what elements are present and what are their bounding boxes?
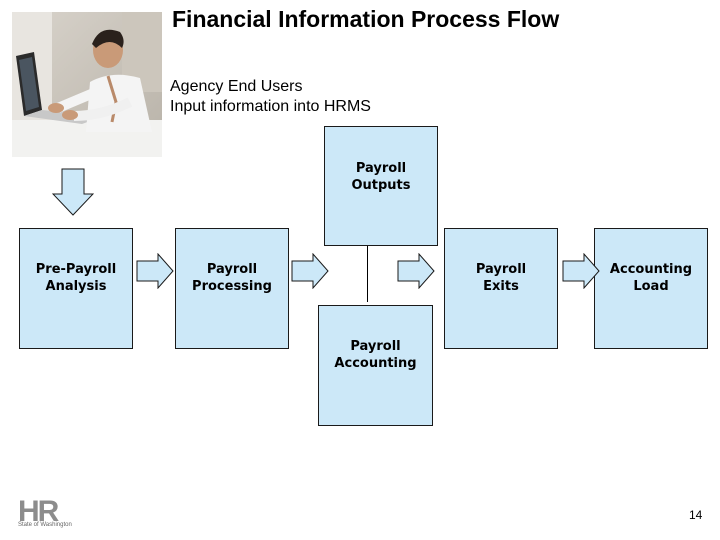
- payroll-outputs-box: Payroll Outputs: [324, 126, 438, 246]
- hr-logo: HR: [18, 495, 62, 528]
- right-arrow-icon: [291, 253, 329, 289]
- pre-payroll-analysis-box: Pre-Payroll Analysis: [19, 228, 133, 349]
- user-at-laptop-photo: [12, 12, 162, 157]
- subtitle-line-2: Input information into HRMS: [170, 98, 371, 115]
- subtitle: Agency End Users Input information into …: [170, 77, 371, 117]
- accounting-load-box: Accounting Load: [594, 228, 708, 349]
- box-label-line-2: Outputs: [351, 178, 411, 193]
- box-label-line-2: Accounting: [334, 356, 417, 371]
- box-label-line-2: Load: [633, 279, 669, 294]
- box-label-line-2: Analysis: [45, 279, 107, 294]
- page-number: 14: [689, 508, 703, 522]
- down-arrow-icon: [52, 168, 94, 216]
- connector-line: [367, 246, 368, 302]
- payroll-accounting-box: Payroll Accounting: [318, 305, 433, 426]
- right-arrow-icon: [397, 253, 435, 289]
- box-label-line-1: Payroll: [206, 262, 258, 277]
- payroll-exits-box: Payroll Exits: [444, 228, 558, 349]
- right-arrow-icon: [562, 253, 600, 289]
- box-label-line-1: Payroll: [355, 161, 407, 176]
- box-label-line-1: Pre-Payroll: [35, 262, 117, 277]
- box-label-line-2: Exits: [483, 279, 519, 294]
- box-label-line-1: Accounting: [609, 262, 693, 277]
- box-label-line-1: Payroll: [475, 262, 527, 277]
- box-label-line-2: Processing: [192, 279, 272, 294]
- right-arrow-icon: [136, 253, 174, 289]
- payroll-processing-box: Payroll Processing: [175, 228, 289, 349]
- box-label-line-1: Payroll: [350, 339, 401, 354]
- subtitle-line-1: Agency End Users: [170, 78, 303, 95]
- logo-letters: HR: [18, 495, 60, 528]
- slide-title: Financial Information Process Flow: [172, 6, 560, 32]
- logo-tagline: State of Washington: [18, 522, 72, 528]
